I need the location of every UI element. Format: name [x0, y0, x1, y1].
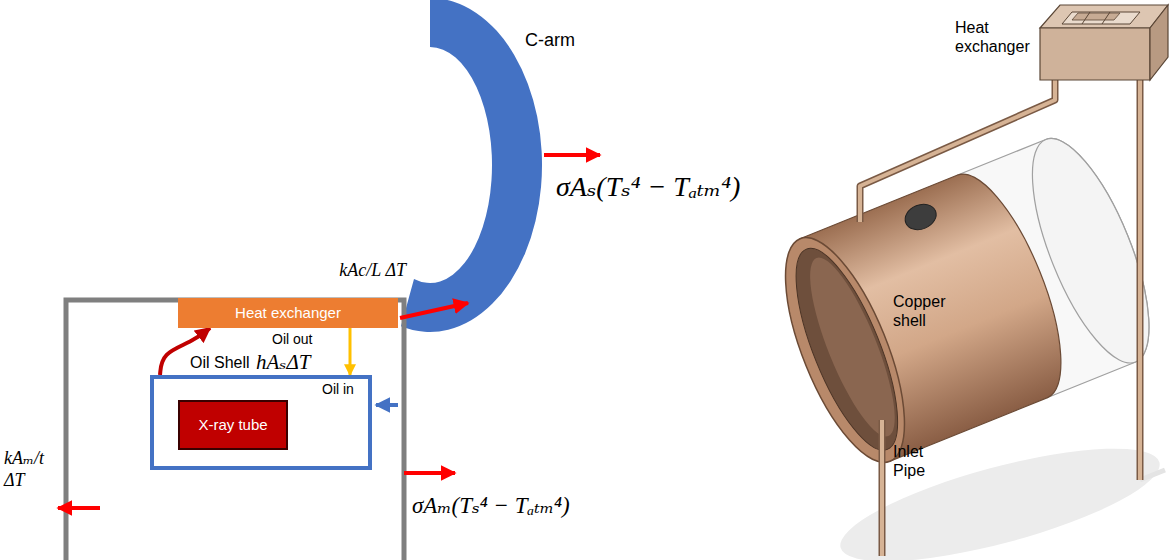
radiation-formula: σAₘ(Tₛ⁴ − Tₐₜₘ⁴) — [412, 492, 570, 520]
x-ray-tube-box: X-ray tube — [178, 400, 288, 450]
hx-fin — [1062, 12, 1140, 24]
box-label: X-ray tube — [198, 416, 267, 434]
convection-formula: hAₛΔT — [256, 350, 310, 375]
box-label: Heat exchanger — [235, 304, 341, 322]
flow-label: Oil in — [322, 381, 354, 398]
radiation-formula: σAₛ(Tₛ⁴ − Tₐₜₘ⁴) — [556, 170, 740, 204]
cylinder — [761, 124, 1169, 477]
housing-outline — [66, 300, 404, 560]
inlet-pipe — [880, 420, 884, 556]
copper-inner — [776, 237, 918, 462]
oil-shell-heading: Oil Shell — [190, 353, 250, 372]
part-label: Heat exchanger — [955, 18, 1035, 56]
hx-fin — [1102, 12, 1110, 24]
hx-fin — [1072, 13, 1120, 20]
hx-front — [1040, 28, 1150, 80]
shadow — [1140, 470, 1165, 480]
pipe — [860, 80, 1055, 222]
c-arm-shape — [401, 0, 542, 332]
c-arm-shape — [318, 0, 542, 335]
hx-top — [1040, 5, 1168, 28]
pipe — [860, 80, 1055, 222]
inlet-pipe — [879, 420, 886, 556]
oil-in-arrow — [376, 403, 398, 407]
radiation-arrow — [544, 153, 600, 157]
copper-end — [761, 223, 929, 477]
part-label: Inlet Pipe — [893, 442, 945, 480]
pipe — [1138, 78, 1142, 480]
hx-side — [1150, 5, 1168, 80]
copper-inner-back — [794, 249, 910, 445]
c-arm: C-arm — [318, 0, 542, 335]
radiation-arrow — [404, 471, 455, 475]
cad-illustration — [761, 5, 1169, 560]
conduction-formula: kAₘ/t ΔT — [4, 448, 62, 491]
conduction-arrow — [58, 506, 100, 510]
part-label: Copper shell — [893, 292, 963, 330]
heat-exchanger-box: Heat exchanger — [178, 298, 398, 328]
c-arm-label: C-arm — [525, 30, 575, 52]
heat-flow-connector — [349, 328, 352, 375]
shell-hole — [901, 200, 940, 234]
edge-label: Oil out — [272, 331, 312, 348]
hx-fin — [1082, 12, 1090, 24]
pipe — [1137, 78, 1144, 480]
edge-label: kAc/L ΔT — [328, 260, 406, 282]
